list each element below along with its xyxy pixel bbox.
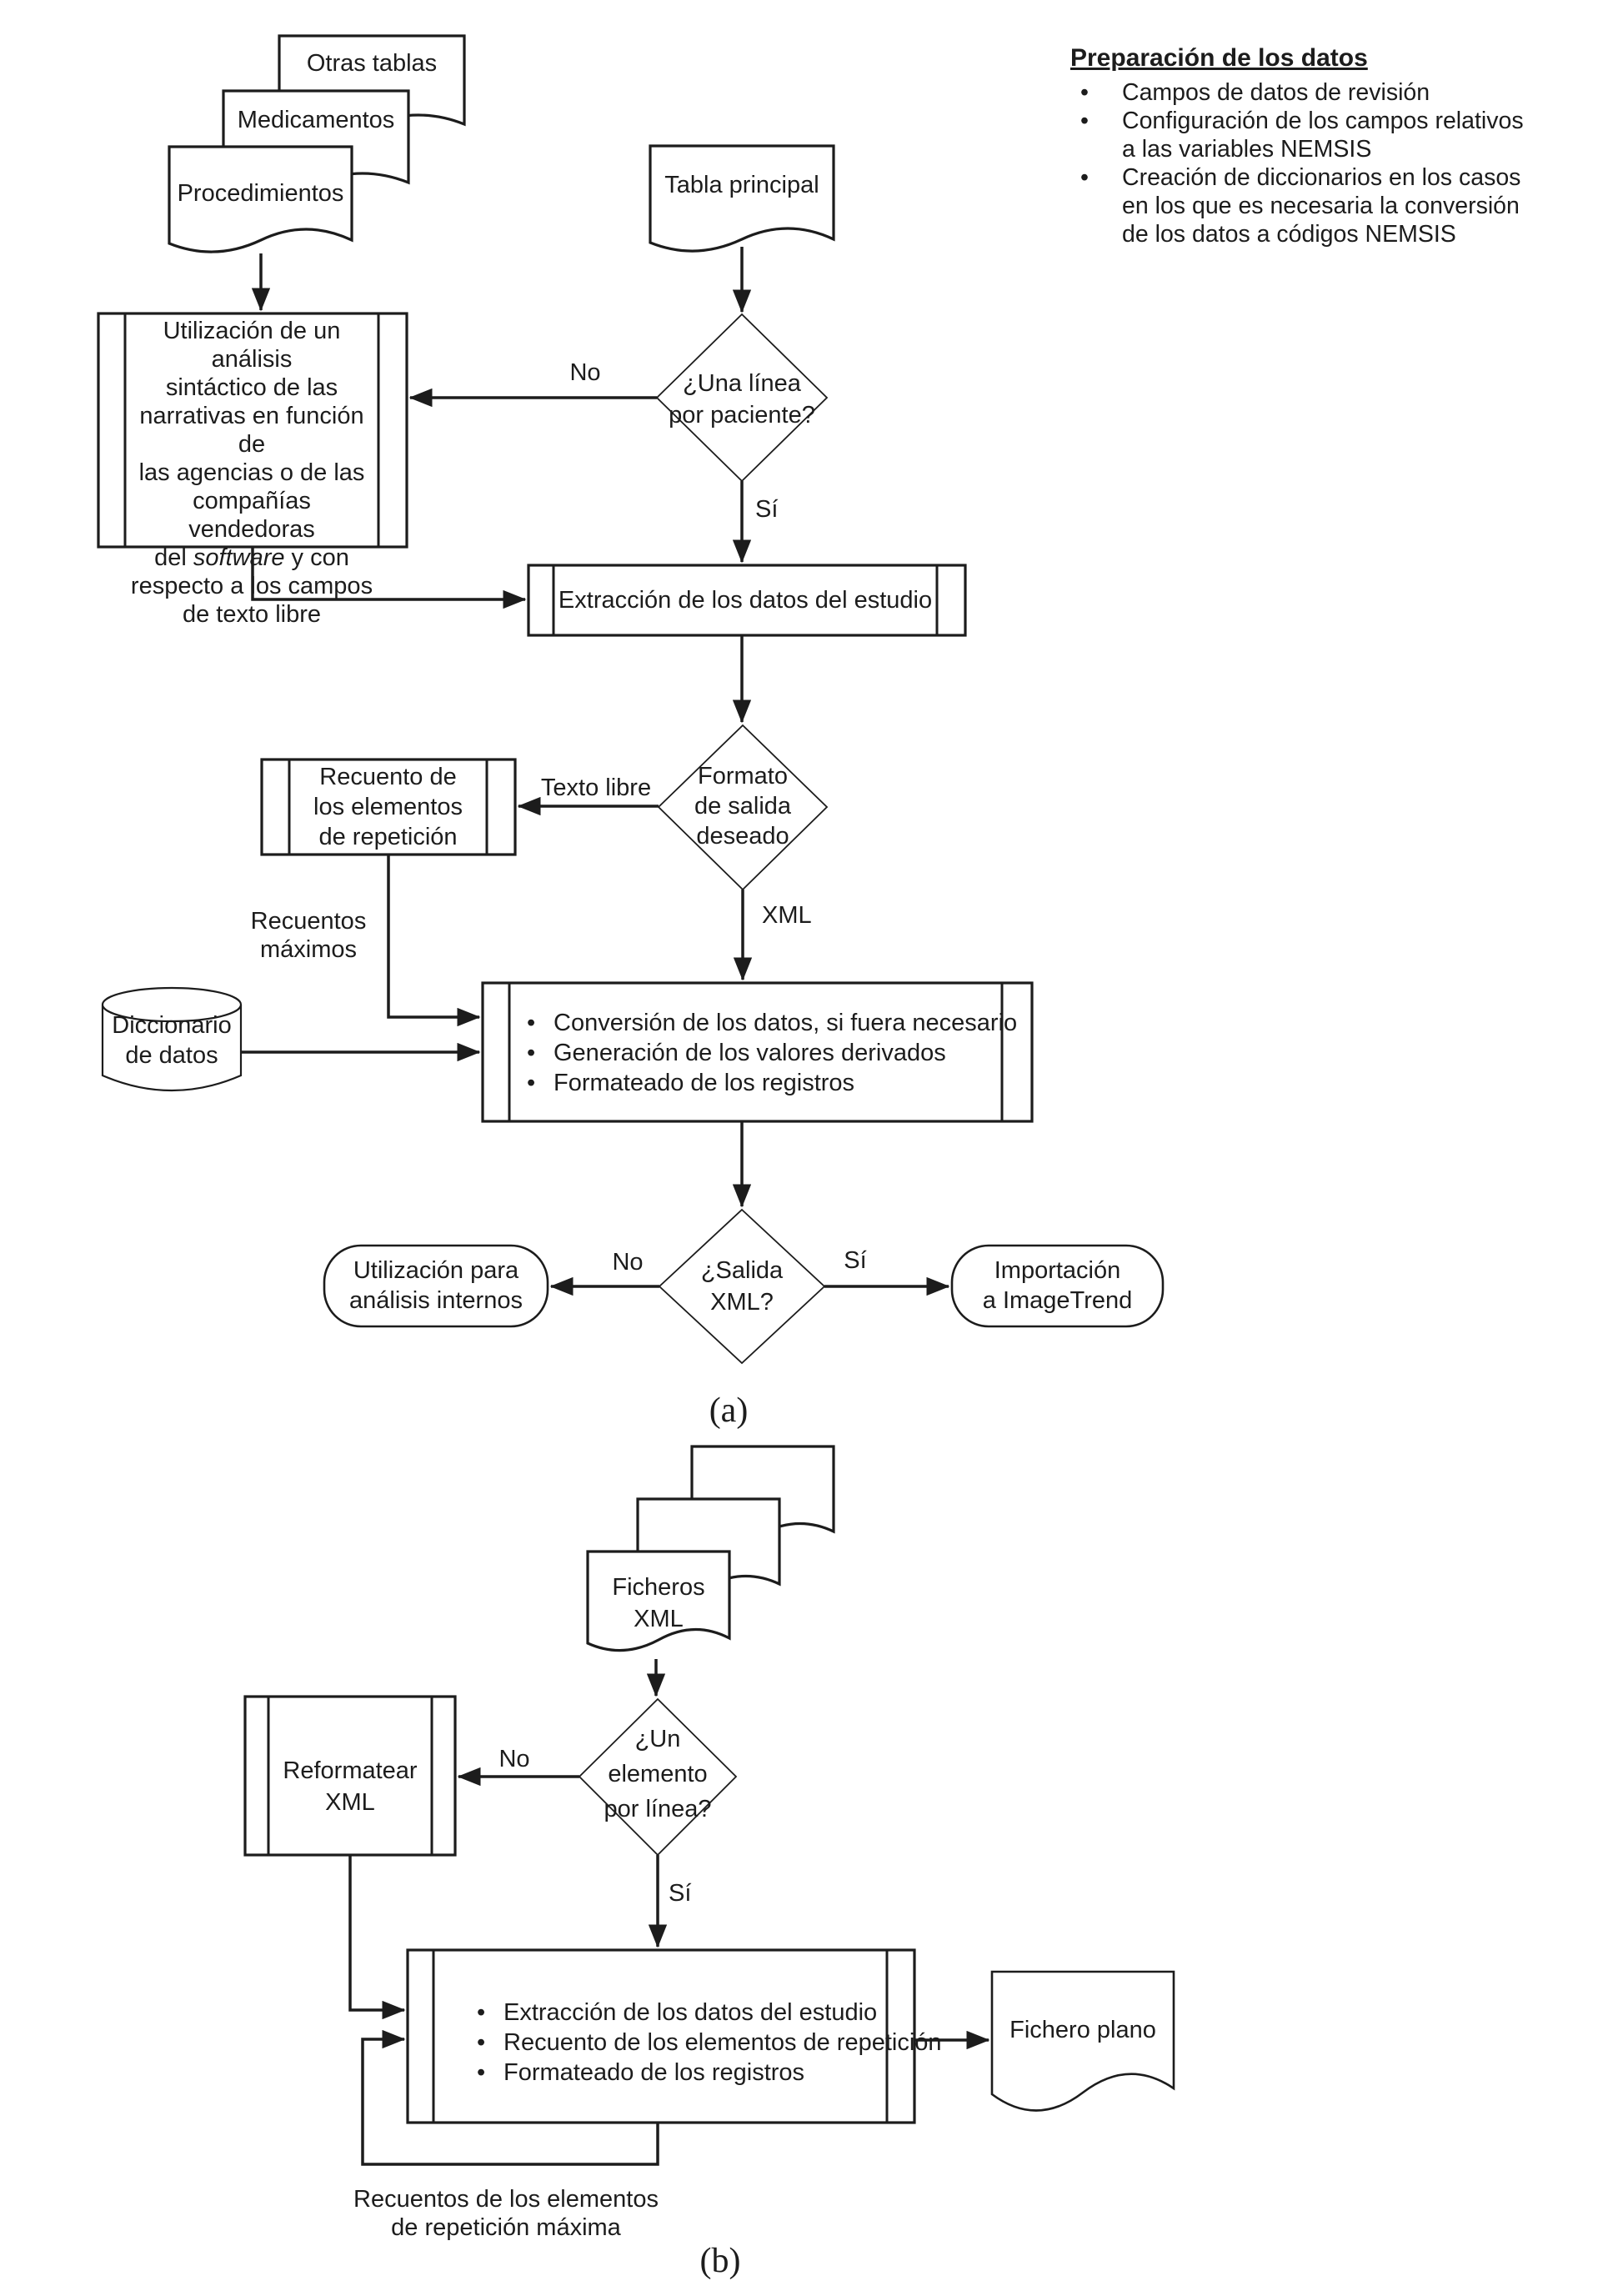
process-reformatear-sidebars [267, 1697, 433, 1855]
terminal-analisis-internos-label: Utilización para análisis internos [349, 1257, 523, 1314]
arrow-feedback-loop [361, 2029, 659, 2166]
process-analysis-sidebars [123, 313, 380, 547]
document-otras-tablas-label: Otras tablas [306, 50, 438, 77]
process-conversion-list: Conversión de los datos, si fuera necesa… [527, 1008, 1017, 1098]
notes-item: Creación de diccionarios en los casos en… [1070, 163, 1604, 248]
analysis-text-post: y con respecto a los campos de texto lib… [130, 544, 373, 628]
branch-si-label: Sí [844, 1247, 867, 1274]
arrow-recuentos-maximos [387, 855, 481, 1027]
terminal-imagetrend-label: Importación a ImageTrend [982, 1257, 1133, 1314]
document-procedimientos [168, 145, 353, 253]
process-extraccion-sidebars [552, 565, 939, 635]
analysis-text-pre: Utilización de un análisis sintáctico de… [138, 318, 365, 571]
database-cylinder-body [101, 1005, 243, 1092]
arrow-reformatear-to-process [348, 1855, 406, 2020]
decision-salida-xml [658, 1208, 826, 1365]
document-procedimientos-label: Procedimientos [177, 180, 344, 207]
process-extraccion-box [527, 564, 967, 637]
caption-b: (b) [699, 2242, 741, 2280]
process-b-item: Recuento de los elementos de repetición [477, 2028, 942, 2058]
document-fichero-plano-label: Fichero plano [1009, 2017, 1156, 2043]
recuentos-repeticion-label: Recuentos de los elementos de repetición… [353, 2186, 659, 2241]
process-reformatear-box [243, 1695, 457, 1857]
branch-si-label: Sí [755, 496, 779, 523]
branch-no-label: No [498, 1746, 530, 1772]
conversion-item: Formateado de los registros [527, 1068, 1010, 1098]
process-recuento-label: Recuento de los elementos de repetición [313, 764, 463, 850]
process-extraccion-label: Extracción de los datos del estudio [558, 587, 933, 614]
notes-title: Preparación de los datos [1070, 44, 1368, 72]
database-diccionario-label: Diccionario de datos [112, 1012, 232, 1069]
branch-texto-libre-label: Texto libre [540, 775, 652, 801]
database-cylinder-top [101, 986, 243, 1023]
notes-list: Campos de datos de revisión Configuració… [1070, 78, 1604, 248]
process-reformatear-label: Reformatear XML [283, 1757, 418, 1816]
decision-un-elemento-label: ¿Un elemento por línea? [604, 1726, 712, 1822]
process-b-item: Extracción de los datos del estudio [477, 1998, 894, 2028]
conversion-item: Generación de los valores derivados [527, 1038, 1010, 1068]
decision-formato-salida [657, 724, 829, 891]
document-tabla-principal-label: Tabla principal [664, 172, 819, 198]
process-analysis-box [97, 312, 408, 549]
notes-panel: Preparación de los datos Campos de datos… [1070, 43, 1604, 248]
branch-no-label: No [612, 1249, 644, 1276]
conversion-item: Conversión de los datos, si fuera necesa… [527, 1008, 1017, 1038]
terminal-analisis-internos [323, 1244, 549, 1328]
decision-formato-label: Formato de salida deseado [694, 763, 792, 850]
decision-salida-label: ¿Salida XML? [700, 1257, 784, 1316]
process-recuento-sidebars [288, 759, 488, 855]
document-tabla-principal [649, 144, 835, 253]
branch-si-label: Sí [669, 1880, 692, 1907]
document-fichero-plano [990, 1970, 1175, 2112]
caption-a: (a) [709, 1391, 749, 1430]
notes-item: Configuración de los campos relativos a … [1070, 107, 1604, 163]
arrow-analysis-to-extraccion [251, 547, 527, 609]
document-medicamentos-label: Medicamentos [237, 107, 395, 133]
branch-no-label: No [569, 359, 601, 386]
process-analysis-label: Utilización de un análisis sintáctico de… [127, 317, 377, 628]
document-ficheros-xml-label: Ficheros XML [612, 1574, 705, 1632]
recuentos-maximos-label: Recuentos máximos [250, 908, 367, 963]
document-ficheros-xml [586, 1550, 731, 1652]
notes-item: Campos de datos de revisión [1070, 78, 1604, 107]
process-b-list: Extracción de los datos del estudio Recu… [477, 1998, 942, 2088]
decision-un-elemento [578, 1697, 738, 1857]
process-recuento-box [260, 758, 517, 856]
decision-una-linea-label: ¿Una línea por paciente? [669, 370, 815, 429]
terminal-imagetrend [950, 1244, 1165, 1328]
analysis-text-italic: software [193, 544, 285, 571]
decision-una-linea [655, 313, 829, 483]
process-b-item: Formateado de los registros [477, 2058, 894, 2088]
branch-xml-label: XML [762, 902, 812, 929]
